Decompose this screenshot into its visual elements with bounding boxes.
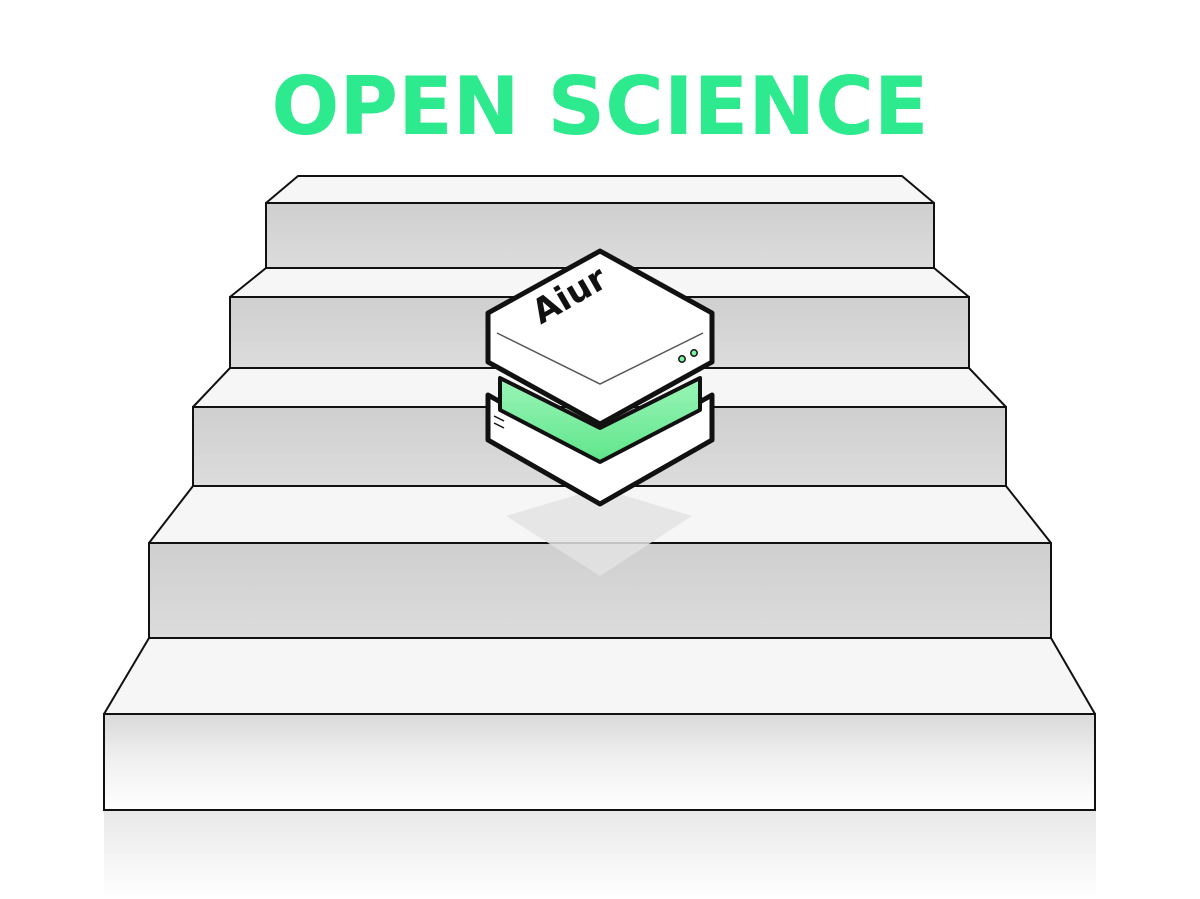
status-led-icon bbox=[690, 349, 698, 357]
stair-tread-5 bbox=[103, 637, 1096, 715]
device-shadow bbox=[506, 488, 692, 576]
stair-riser-5 bbox=[103, 713, 1096, 811]
stair-tread-1 bbox=[265, 175, 935, 204]
device-glow-band bbox=[498, 376, 702, 464]
vent-line bbox=[493, 422, 505, 429]
device-face-edge bbox=[496, 332, 704, 385]
page-title: OPEN SCIENCE bbox=[271, 60, 929, 153]
stair-step-5 bbox=[103, 637, 1096, 811]
stair-step-1 bbox=[265, 175, 935, 269]
floor-reflection bbox=[104, 810, 1096, 899]
aiur-device: Aiur bbox=[485, 248, 715, 507]
device-top-block bbox=[485, 248, 715, 427]
vent-line bbox=[493, 415, 505, 422]
status-led-icon bbox=[678, 355, 686, 363]
